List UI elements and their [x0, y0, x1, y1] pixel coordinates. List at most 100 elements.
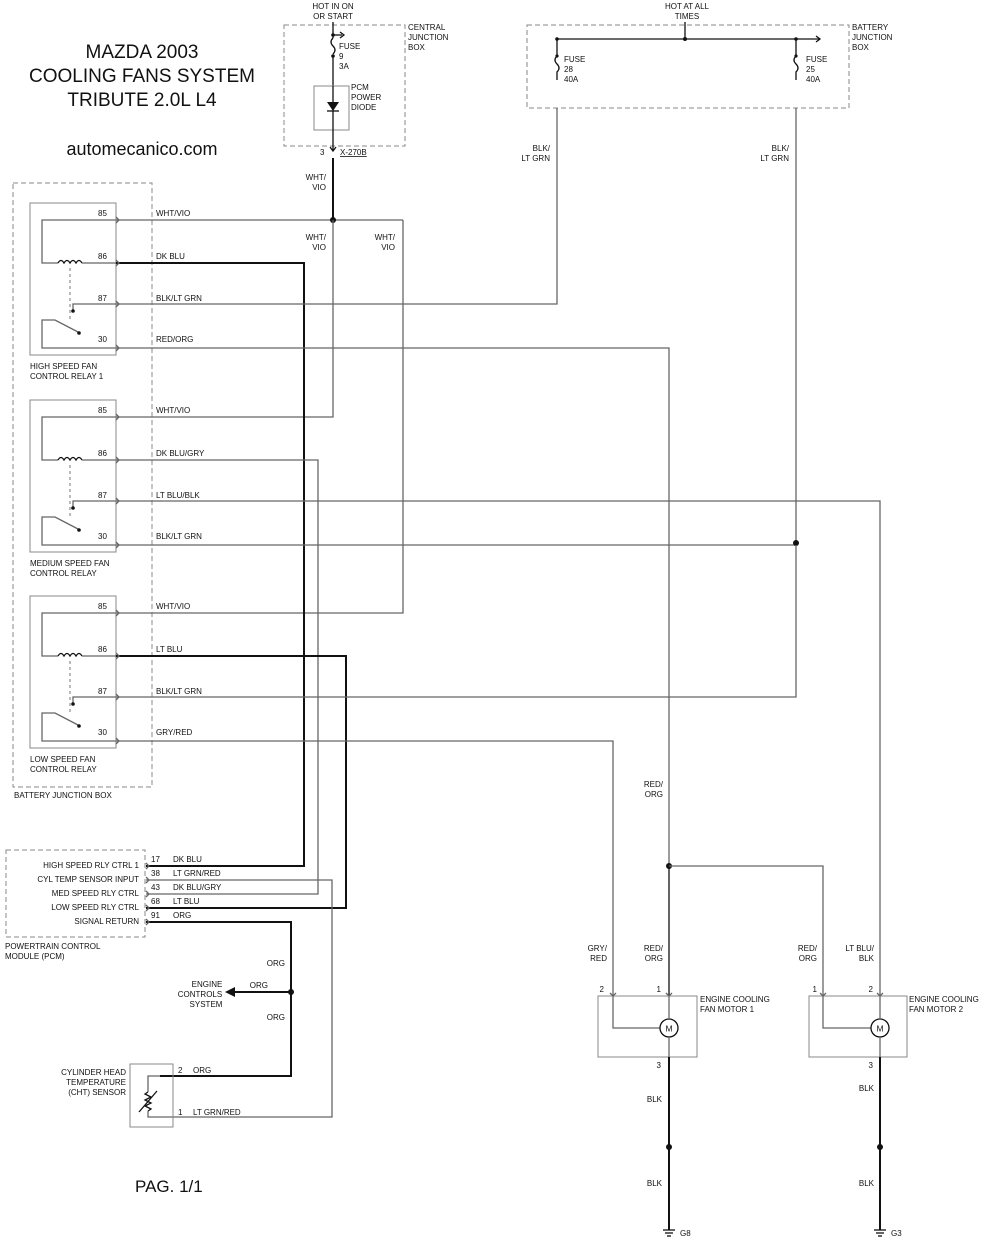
title-line-2: COOLING FANS SYSTEM — [29, 66, 255, 87]
motor-1-pin-bottom: 3 — [657, 1061, 662, 1070]
wire-color-wht-vio-1b: VIO — [312, 183, 326, 192]
cht-label-2: TEMPERATURE — [66, 1078, 126, 1087]
fuse-25-label-1: FUSE — [806, 55, 827, 64]
wire-color-org-2: ORG — [250, 981, 268, 990]
pcm-wire-68: LT BLU — [173, 897, 200, 906]
wire-color-red-org-3b: ORG — [799, 954, 817, 963]
cht-sensor: CYLINDER HEAD TEMPERATURE (CHT) SENSOR 2… — [61, 1063, 241, 1128]
relay-3-name-2: CONTROL RELAY — [30, 765, 97, 774]
cjb-label-2: JUNCTION — [408, 33, 449, 42]
relay-1-name-2: CONTROL RELAY 1 — [30, 372, 104, 381]
relay-1-wire-86: DK BLU — [156, 252, 185, 261]
bjb-label-3: BOX — [852, 43, 870, 52]
motor-2-wire-blk-1: BLK — [859, 1084, 875, 1093]
relay-2-pin-85: 85 — [98, 406, 107, 415]
wire-color-wht-vio-2a: WHT/ — [306, 233, 327, 242]
wire-color-gry-red-b: RED — [590, 954, 607, 963]
pcm-name-1: POWERTRAIN CONTROL — [5, 942, 101, 951]
pcm-pin-38: 38 — [151, 869, 160, 878]
motor-2-pin-right: 2 — [869, 985, 874, 994]
battery-junction-box-fuses: HOT AT ALL TIMES BATTERY JUNCTION BOX FU… — [521, 2, 892, 163]
medium-speed-relay: 85 86 87 30 MEDIUM SPEED FAN CONTROL REL… — [29, 399, 205, 578]
wire-color-wht-vio-2b: VIO — [312, 243, 326, 252]
relay-3-outline — [29, 595, 117, 749]
relay-1-wire-87: BLK/LT GRN — [156, 294, 202, 303]
low-speed-relay: 85 86 87 30 LOW SPEED FAN CONTROL RELAY … — [29, 595, 202, 774]
pcm-pin-label-38: CYL TEMP SENSOR INPUT — [37, 875, 139, 884]
connector-name: X-270B — [340, 148, 367, 157]
relay-1-wire-30: RED/ORG — [156, 335, 193, 344]
pcm-pin-label-43: MED SPEED RLY CTRL — [52, 889, 140, 898]
cjb-outline — [283, 24, 406, 147]
cht-label-3: (CHT) SENSOR — [68, 1088, 126, 1097]
wire-color-org-3: ORG — [267, 1013, 285, 1022]
relay-3-pin-30: 30 — [98, 728, 107, 737]
fuse-28-label-1: FUSE — [564, 55, 585, 64]
bjb-label-1: BATTERY — [852, 23, 889, 32]
relay-2-coil-icon — [57, 456, 83, 462]
motor-2-name-1: ENGINE COOLING — [909, 995, 979, 1004]
wire-color-red-org-2b: ORG — [645, 954, 663, 963]
motor-1-symbol: M — [665, 1024, 672, 1034]
engine-controls-label-3: SYSTEM — [190, 1000, 223, 1009]
fuse-25-icon — [793, 39, 799, 80]
hot-run-label-1: HOT IN ON — [312, 2, 353, 11]
fan-motor-2: M 1 2 3 ENGINE COOLING FAN MOTOR 2 BLK B… — [808, 985, 979, 1238]
diode-icon — [327, 102, 339, 111]
relay-3-pin-85: 85 — [98, 602, 107, 611]
diode-label-1: PCM — [351, 83, 369, 92]
relay-1-switch-icon — [41, 319, 116, 349]
pcm-outline — [5, 849, 146, 938]
relay-box-label: BATTERY JUNCTION BOX — [14, 791, 112, 800]
title-line-1: MAZDA 2003 — [86, 42, 199, 63]
pcm-wire-17: DK BLU — [173, 855, 202, 864]
pcm-wire-43: DK BLU/GRY — [173, 883, 222, 892]
motor-1-pin-right: 1 — [657, 985, 662, 994]
relay-2-pin-87: 87 — [98, 491, 107, 500]
wire-color-blk-ltgrn-2a: BLK/ — [772, 144, 790, 153]
wire-color-wht-vio-1a: WHT/ — [306, 173, 327, 182]
cht-pin-2: 2 — [178, 1066, 183, 1075]
fuse-25-label-2: 25 — [806, 65, 815, 74]
fuse-28-label-3: 40A — [564, 75, 579, 84]
motor-1-pin-left: 2 — [600, 985, 605, 994]
relay-2-wire-87: LT BLU/BLK — [156, 491, 200, 500]
wire-color-org-1: ORG — [267, 959, 285, 968]
diode-label-2: POWER — [351, 93, 381, 102]
relay-2-wire-30: BLK/LT GRN — [156, 532, 202, 541]
wire-color-blk-ltgrn-1a: BLK/ — [533, 144, 551, 153]
hot-run-label-2: OR START — [313, 12, 353, 21]
relay-3-wire-30: GRY/RED — [156, 728, 193, 737]
pcm-pin-43: 43 — [151, 883, 160, 892]
engine-controls-arrow-icon — [225, 987, 235, 997]
fuse-9-icon — [330, 37, 336, 55]
fuse-9-label-1: FUSE — [339, 42, 360, 51]
fuse-28-icon — [554, 39, 560, 80]
pcm-pin-17: 17 — [151, 855, 160, 864]
terminal-markers — [115, 216, 884, 997]
motor-1-wire-blk-2: BLK — [647, 1179, 663, 1188]
relay-3-name-1: LOW SPEED FAN — [30, 755, 96, 764]
engine-controls-system: ENGINE CONTROLS SYSTEM — [178, 980, 223, 1009]
wire-color-red-org-3a: RED/ — [798, 944, 818, 953]
relay-3-pin-86: 86 — [98, 645, 107, 654]
pcm-wire-91: ORG — [173, 911, 191, 920]
fuse-25-label-3: 40A — [806, 75, 821, 84]
ground-g3-icon — [874, 1229, 886, 1237]
wire-color-wht-vio-3b: VIO — [381, 243, 395, 252]
relay-2-switch-icon — [41, 516, 116, 546]
wire-color-ltblu-blk-a: LT BLU/ — [845, 944, 874, 953]
pcm-pin-label-17: HIGH SPEED RLY CTRL 1 — [43, 861, 139, 870]
fuse-9-label-2: 9 — [339, 52, 344, 61]
motor-1-wire-blk-1: BLK — [647, 1095, 663, 1104]
cht-pin-2-wire: ORG — [193, 1066, 211, 1075]
cht-pin-1-wire: LT GRN/RED — [193, 1108, 241, 1117]
wire-color-red-org-1b: ORG — [645, 790, 663, 799]
diagram-title: MAZDA 2003 COOLING FANS SYSTEM TRIBUTE 2… — [29, 42, 255, 159]
page-number: PAG. 1/1 — [135, 1177, 203, 1196]
bjb-label-2: JUNCTION — [852, 33, 893, 42]
connector-pin: 3 — [320, 148, 325, 157]
fuse-28-label-2: 28 — [564, 65, 573, 74]
ground-g8-label: G8 — [680, 1229, 691, 1238]
